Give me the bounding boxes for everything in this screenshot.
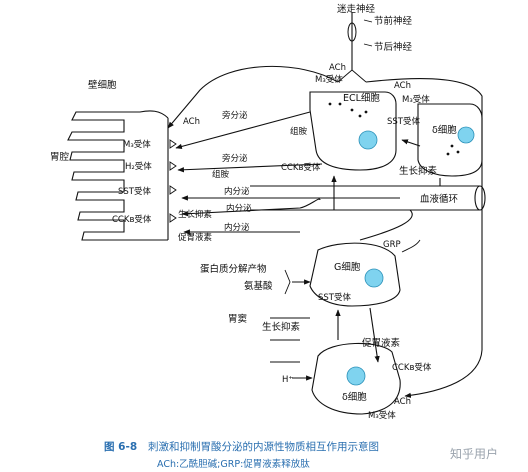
blood-vessel [250, 185, 480, 211]
ach-top-label: ACh [329, 63, 346, 73]
antrum-label: 胃窦 [228, 313, 247, 325]
delta-cell-top [417, 103, 483, 177]
ecl-cell [309, 91, 397, 171]
g-cell [309, 242, 401, 307]
sst-g-label: SST受体 [318, 292, 351, 303]
delta-top-granules [446, 144, 460, 156]
postganglionic-label: 节后神经 [374, 41, 413, 53]
protein-products-label: 蛋白质分解产物 [200, 263, 267, 275]
grp-label: GRP [383, 240, 401, 250]
m3-top-label: M₃受体 [315, 74, 343, 85]
g-nucleus [364, 268, 384, 288]
ach-bottom-label: ACh [394, 397, 411, 407]
endocrine-3-label: 内分泌 [224, 222, 250, 233]
watermark: 知乎用户 [450, 446, 498, 461]
cckb-parietal-label: CCKʙ受体 [112, 214, 152, 225]
parietal-cell [67, 110, 169, 241]
caption-abbrev: ACh:乙酰胆碱;GRP:促胃液素释放肽 [157, 458, 310, 470]
histamine-1-label: 组胺 [290, 126, 308, 137]
cckb-bottom-label: CCKʙ受体 [392, 362, 432, 373]
sst-ecl-label: SST受体 [387, 116, 420, 127]
ecl-nucleus [358, 130, 378, 150]
brace [284, 269, 291, 295]
antrum-wall [270, 317, 310, 363]
delta-top-nucleus [457, 126, 475, 144]
delta-cell-bottom [311, 342, 401, 415]
gastrin-bottom-label: 促胃液素 [362, 337, 401, 349]
histamine-paracrine-arrow [175, 111, 311, 150]
caption-title: 刺激和抑制胃酸分泌的内源性物质相互作用示意图 [148, 440, 379, 453]
gi-gastrin-label: 促胃液素 [178, 232, 213, 243]
parietal-cell-label: 壁细胞 [88, 79, 117, 91]
cckb-ecl-label: CCKʙ受体 [281, 162, 321, 173]
h2-receptor-label: H₂受体 [125, 161, 152, 172]
delta-bottom-label: δ细胞 [342, 391, 367, 403]
sst-parietal-label: SST受体 [118, 186, 151, 197]
lumen-label: 胃腔 [50, 151, 70, 163]
gastrin-to-delta-arrow [369, 307, 380, 363]
ach-ecl-label: ACh [394, 81, 411, 91]
endocrine-2-label: 内分泌 [226, 203, 252, 214]
caption-number: 图 6-8 [104, 441, 137, 453]
h-plus-label: H⁺ [282, 375, 293, 385]
ecl-label: ECL细胞 [343, 92, 380, 104]
ach-parietal-label: ACh [183, 117, 200, 127]
vagus-to-parietal-arrow [167, 65, 339, 129]
vagus-nerve [337, 12, 373, 83]
gi-somatostatin-label: 生长抑素 [178, 209, 213, 220]
histamine-2-label: 组胺 [212, 169, 230, 180]
histamine-arrow-2 [177, 163, 323, 173]
endocrine-1-label: 内分泌 [224, 186, 250, 197]
preganglionic-label: 节前神经 [374, 15, 413, 27]
g-cell-label: G细胞 [334, 261, 361, 273]
growth-inhib-bottom-label: 生长抑素 [262, 321, 301, 333]
vagus-label: 迷走神经 [337, 3, 376, 15]
amino-acids-label: 氨基酸 [244, 280, 273, 292]
endocrine-gastrin-arrow [181, 198, 321, 217]
delta-bottom-nucleus [346, 366, 366, 386]
delta-top-label: δ细胞 [432, 124, 457, 136]
m3-parietal-label: M₃受体 [123, 139, 151, 150]
gastrin-to-blood [359, 209, 413, 241]
circulation-label: 血液循环 [420, 193, 458, 205]
parietal-receptor-shapes [169, 139, 177, 223]
ecl-granules [328, 102, 368, 118]
paracrine-2-label: 旁分泌 [222, 153, 248, 164]
m3-ecl-label: M₃受体 [402, 94, 430, 105]
vagus-to-antrum-arrow [365, 77, 483, 398]
growth-inhib-top-label: 生长抑素 [399, 165, 438, 177]
grp-fiber [401, 239, 421, 253]
delta-to-ecl-arrow [401, 139, 421, 147]
m3-bottom-label: M₃受体 [368, 410, 396, 421]
paracrine-1-label: 旁分泌 [222, 110, 248, 121]
